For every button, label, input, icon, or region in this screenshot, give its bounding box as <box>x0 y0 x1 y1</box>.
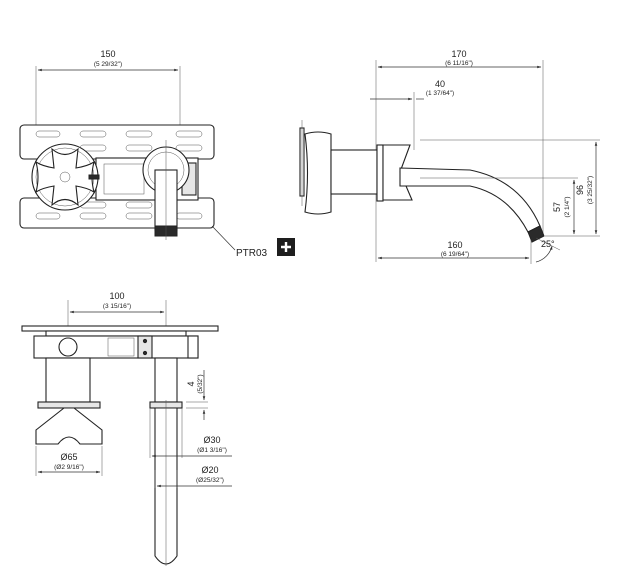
dim-96: 96 <box>575 185 585 195</box>
dim-dia-20-inch: (Ø25/32") <box>196 477 224 484</box>
dim-dia-30-inch: (Ø1 3/16") <box>197 447 227 454</box>
front-view: 150 (5 29/32") P <box>19 49 295 259</box>
callout-label: PTR03 <box>236 248 268 259</box>
dim-4-inch: (5/32") <box>197 374 204 393</box>
dim-4: 4 <box>186 381 196 386</box>
dim-96-inch: (3 25/32") <box>587 176 594 204</box>
dim-170-inch: (6 11/16") <box>445 60 473 67</box>
dim-40: 40 <box>435 79 445 89</box>
dim-dia-20: Ø20 <box>201 465 218 475</box>
dim-170: 170 <box>451 49 466 59</box>
dim-dia-65: Ø65 <box>60 452 77 462</box>
dim-150-inch: (5 29/32") <box>94 61 122 68</box>
dim-dia-30: Ø30 <box>203 435 220 445</box>
side-view: 170 (6 11/16") 40 (1 37/64") 160 (6 19/6… <box>299 49 600 264</box>
dim-40-inch: (1 37/64") <box>426 90 454 97</box>
dim-160: 160 <box>447 240 462 250</box>
dim-57-inch: (2 1/4") <box>564 196 571 217</box>
dim-160-inch: (6 19/64") <box>441 251 469 258</box>
bottom-view: 100 (3 15/16") 4 (5/32") Ø65 (Ø2 9 <box>21 291 232 566</box>
dim-57: 57 <box>552 202 562 212</box>
dim-150: 150 <box>100 49 115 59</box>
dim-angle: 25° <box>541 239 555 249</box>
dim-100-inch: (3 15/16") <box>103 303 131 310</box>
dim-100: 100 <box>109 291 124 301</box>
dim-dia-65-inch: (Ø2 9/16") <box>54 464 84 471</box>
